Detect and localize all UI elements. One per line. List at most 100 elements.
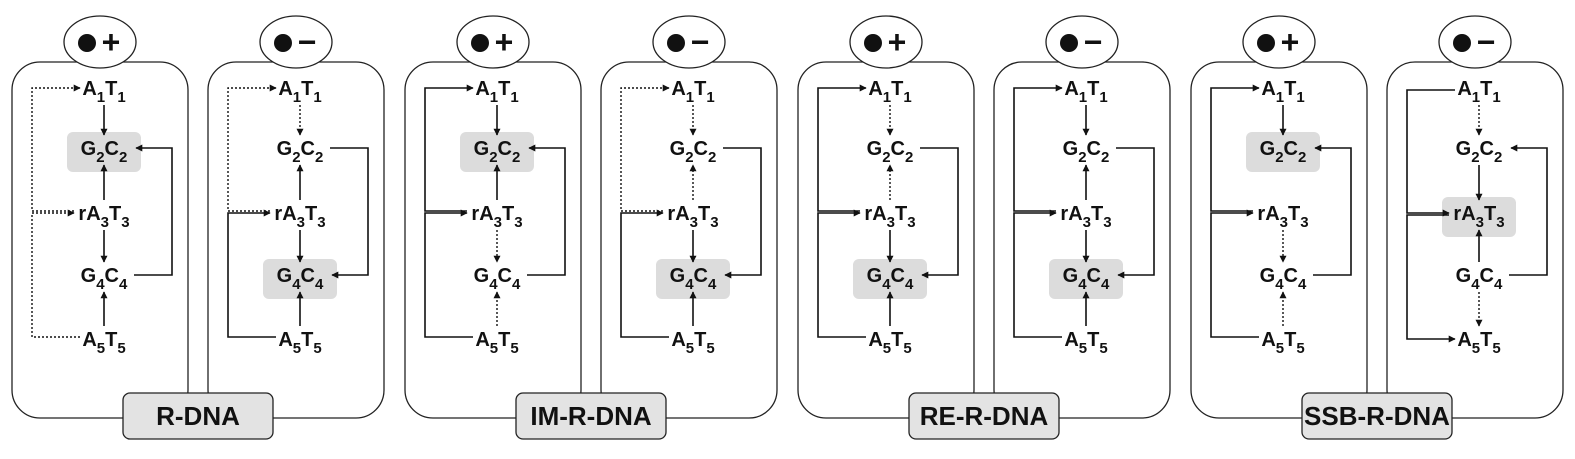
- hop-loop-arrow: [31, 209, 80, 338]
- hop-loop-arrow: [31, 84, 81, 212]
- base-pair-node: rA3T3: [1257, 203, 1308, 231]
- base-pair-node: G2C2: [1456, 138, 1503, 166]
- group-label: SSB-R-DNA: [1304, 401, 1450, 431]
- group-label-box: [515, 392, 667, 440]
- hop-loop-arrow: [1210, 209, 1259, 338]
- charge-dot-icon: [864, 34, 882, 52]
- hop-loop-arrow: [227, 209, 276, 338]
- base-pair-node: G4C4: [1260, 265, 1307, 293]
- hop-loop-arrow: [227, 84, 277, 212]
- panel-frame: [1386, 61, 1564, 419]
- base-pair-node: A1T1: [475, 78, 518, 106]
- base-pair-node: G4C4: [81, 265, 128, 293]
- node-highlight: [460, 132, 534, 172]
- group-label-box: [122, 392, 274, 440]
- node-highlight: [656, 259, 730, 299]
- base-pair-node: A1T1: [1457, 78, 1500, 106]
- base-pair-node: A5T5: [475, 329, 518, 357]
- base-pair-node: A1T1: [1064, 78, 1107, 106]
- diagram-group: +A1T1G2C2rA3T3G4C4A5T5−A1T1G2C2rA3T3G4C4…: [11, 15, 385, 440]
- charge-badge: [1242, 15, 1316, 69]
- charge-dot-icon: [667, 34, 685, 52]
- node-highlight: [67, 132, 141, 172]
- panel-frame: [404, 61, 582, 419]
- base-pair-node: G4C4: [1456, 265, 1503, 293]
- charge-badge: [1438, 15, 1512, 69]
- charge-badge: [259, 15, 333, 69]
- base-pair-node: A5T5: [82, 329, 125, 357]
- hop-loop-arrow: [1013, 209, 1062, 338]
- charge-dot-icon: [1060, 34, 1078, 52]
- hop-loop-arrow: [920, 147, 959, 279]
- base-pair-node: G2C2: [670, 138, 717, 166]
- base-pair-node: G2C2: [1260, 138, 1307, 166]
- diagram-group: +A1T1G2C2rA3T3G4C4A5T5−A1T1G2C2rA3T3G4C4…: [797, 15, 1171, 440]
- charge-badge: [652, 15, 726, 69]
- node-highlight: [1246, 132, 1320, 172]
- panel-frame: [207, 61, 385, 419]
- node-highlight: [263, 259, 337, 299]
- hop-loop-arrow: [424, 84, 474, 212]
- node-highlight: [1442, 197, 1516, 237]
- hop-loop-arrow: [1013, 84, 1063, 212]
- base-pair-node: A5T5: [1261, 329, 1304, 357]
- charge-dot-icon: [1453, 34, 1471, 52]
- group-label-box: [908, 392, 1060, 440]
- hop-loop-arrow: [817, 84, 867, 212]
- hop-loop-arrow: [723, 147, 762, 279]
- base-pair-node: A1T1: [1261, 78, 1304, 106]
- base-pair-node: G4C4: [1063, 265, 1110, 293]
- charge-dot-icon: [471, 34, 489, 52]
- charge-sign: +: [888, 24, 907, 60]
- group-label: R-DNA: [156, 401, 240, 431]
- charge-sign: +: [495, 24, 514, 60]
- panel-frame: [797, 61, 975, 419]
- base-pair-node: rA3T3: [667, 203, 718, 231]
- base-pair-node: rA3T3: [1060, 203, 1111, 231]
- hop-loop-arrow: [1210, 84, 1260, 212]
- base-pair-node: A5T5: [1457, 329, 1500, 357]
- charge-sign: +: [102, 24, 121, 60]
- group-label-box: [1301, 392, 1453, 440]
- base-pair-node: rA3T3: [78, 203, 129, 231]
- hop-loop-arrow: [1509, 144, 1548, 276]
- hop-loop-arrow: [620, 84, 670, 212]
- base-pair-node: rA3T3: [1453, 203, 1504, 231]
- base-pair-node: A1T1: [82, 78, 125, 106]
- charge-dot-icon: [274, 34, 292, 52]
- hop-loop-arrow: [330, 147, 369, 279]
- base-pair-node: A1T1: [868, 78, 911, 106]
- base-pair-node: G2C2: [867, 138, 914, 166]
- base-pair-node: A5T5: [278, 329, 321, 357]
- charge-sign: −: [1477, 24, 1496, 60]
- node-highlight: [1049, 259, 1123, 299]
- base-pair-node: G2C2: [277, 138, 324, 166]
- hop-loop-arrow: [1406, 89, 1455, 217]
- base-pair-node: G4C4: [474, 265, 521, 293]
- base-pair-node: G2C2: [474, 138, 521, 166]
- hop-loop-arrow: [620, 209, 669, 338]
- panel-frame: [11, 61, 189, 419]
- charge-sign: −: [298, 24, 317, 60]
- base-pair-node: A1T1: [278, 78, 321, 106]
- charge-dot-icon: [78, 34, 96, 52]
- charge-sign: −: [691, 24, 710, 60]
- hop-loop-arrow: [1406, 214, 1456, 343]
- hop-loop-arrow: [424, 209, 473, 338]
- charge-sign: +: [1281, 24, 1300, 60]
- base-pair-node: rA3T3: [471, 203, 522, 231]
- hop-loop-arrow: [1116, 147, 1155, 279]
- base-pair-node: G4C4: [867, 265, 914, 293]
- base-pair-node: A5T5: [868, 329, 911, 357]
- hop-loop-arrow: [817, 209, 866, 338]
